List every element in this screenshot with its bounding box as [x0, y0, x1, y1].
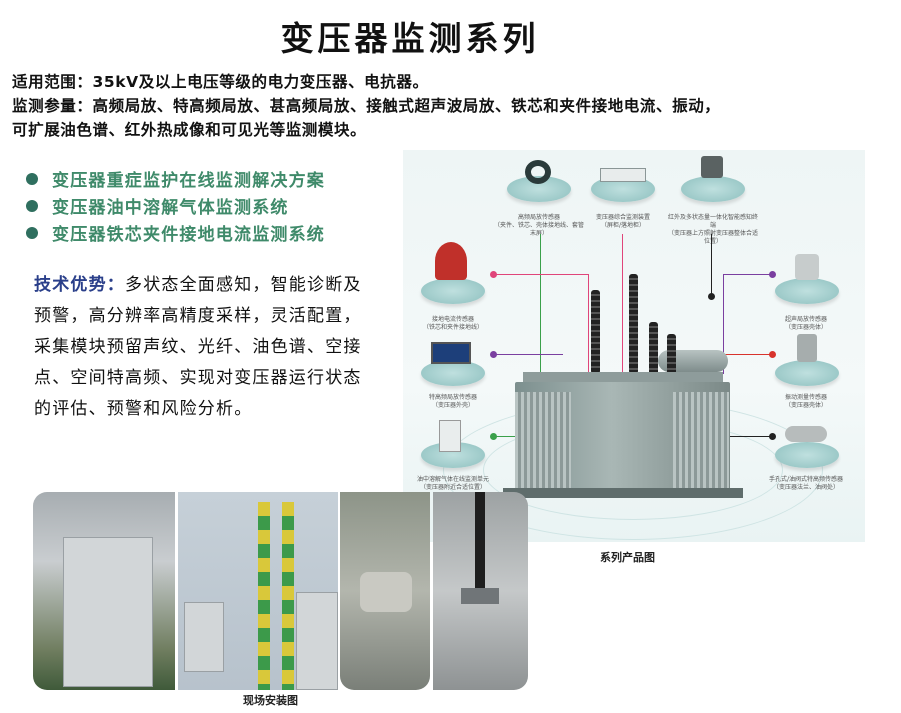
pedestal [421, 360, 485, 386]
solution-item: 变压器油中溶解气体监测系统 [26, 192, 325, 219]
pedestal [775, 442, 839, 468]
junction-box [184, 602, 224, 672]
connector-line [622, 234, 623, 384]
connector-line [723, 354, 773, 355]
connector-dot [490, 271, 497, 278]
dga-unit-icon [439, 420, 461, 452]
sensor-caption: 手孔式/油阀式特高频传感器（变压器法兰、油阀处） [768, 476, 844, 491]
connector-dot [769, 271, 776, 278]
solution-list: 变压器重症监护在线监测解决方案 变压器油中溶解气体监测系统 变压器铁芯夹件接地电… [26, 165, 325, 246]
connector-line [723, 436, 773, 437]
sensor-caption: 高频局放传感器（夹件、铁芯、壳体接地线、套管末屏） [494, 214, 585, 237]
connector-dot [490, 351, 497, 358]
site-photo-pipes [178, 492, 338, 690]
connector-line [493, 274, 588, 275]
bullet-dot-icon [26, 172, 38, 185]
solution-item: 变压器铁芯夹件接地电流监测系统 [26, 219, 325, 246]
connector-line [723, 274, 724, 374]
junction-box [296, 592, 338, 690]
sensor-caption: 接地电流传感器（铁芯和夹件接地线） [422, 316, 483, 331]
pedestal [775, 278, 839, 304]
sensor-caption: 油中溶解气体在线监测单元（变压器附近合适位置） [416, 476, 489, 491]
bullet-dot-icon [26, 199, 38, 212]
connector-line [723, 274, 773, 275]
advantages-label: 技术优势： [34, 275, 125, 295]
sensor-caption: 特高频局放传感器（变压器外壳） [428, 394, 477, 409]
advantages-paragraph: 技术优势：多状态全面感知，智能诊断及预警，高分辨率高精度采样，灵活配置，采集模块… [34, 270, 374, 425]
bushing [591, 290, 600, 374]
connector-dot [769, 433, 776, 440]
ground-pipe [282, 502, 294, 690]
products-caption: 系列产品图 [600, 551, 655, 564]
connector-line [588, 274, 589, 394]
sensor-caption: 变压器综合监测装置（屏柜/落地柜） [595, 214, 650, 229]
radiator [673, 392, 729, 488]
page-title: 变压器监测系列 [280, 19, 540, 58]
bushing [649, 322, 658, 376]
ground-current-sensor-icon [435, 242, 467, 280]
transformer-base [503, 488, 743, 498]
connector-line [493, 354, 563, 355]
site-photo-sensor [340, 492, 430, 690]
solution-item: 变压器重症监护在线监测解决方案 [26, 165, 325, 192]
site-caption: 现场安装图 [243, 694, 298, 707]
params-text-cont: 可扩展油色谱、红外热成像和可见光等监测模块。 [12, 121, 367, 139]
handhole-uhf-sensor-icon [785, 426, 827, 442]
ground-pipe [258, 502, 270, 690]
monitor-device-icon [600, 168, 646, 182]
params-text: 监测参量：高频局放、特高频局放、甚高频局放、接触式超声波局放、铁芯和夹件接地电流… [12, 97, 721, 115]
scope-text: 适用范围：35kV及以上电压等级的电力变压器、电抗器。 [12, 73, 429, 91]
site-photo-cabinet [33, 492, 175, 690]
sensor-cable [475, 492, 485, 592]
bullet-dot-icon [26, 226, 38, 239]
outdoor-cabinet [63, 537, 153, 687]
solution-label: 变压器重症监护在线监测解决方案 [52, 171, 325, 191]
solution-label: 变压器油中溶解气体监测系统 [52, 198, 289, 218]
ultrasonic-sensor-icon [795, 254, 819, 280]
connector-dot [708, 293, 715, 300]
bushing [629, 274, 638, 374]
product-diagram: 高频局放传感器（夹件、铁芯、壳体接地线、套管末屏） 变压器综合监测装置（屏柜/落… [403, 150, 865, 542]
description: 适用范围：35kV及以上电压等级的电力变压器、电抗器。 监测参量：高频局放、特高… [12, 70, 892, 142]
connector-dot [490, 433, 497, 440]
sensor-caption: 振动测量传感器（变压器壳体） [784, 394, 827, 409]
connector-dot [769, 351, 776, 358]
mounted-sensor [461, 588, 499, 604]
pedestal [421, 278, 485, 304]
radiator [515, 392, 571, 488]
pedestal [775, 360, 839, 386]
sensor-caption: 超声局放传感器（变压器壳体） [784, 316, 827, 331]
camera-terminal-icon [701, 156, 723, 178]
connector-line [711, 234, 712, 296]
hf-pd-sensor-icon [525, 160, 551, 184]
vibration-sensor-icon [797, 334, 817, 362]
connector-line [540, 234, 541, 384]
mounted-sensor [360, 572, 412, 612]
site-photo-cable [433, 492, 528, 690]
solution-label: 变压器铁芯夹件接地电流监测系统 [52, 225, 325, 245]
sensor-caption: 红外及多状态量一体化智能感知终端（变压器上方照射变压器整体合适位置） [668, 214, 759, 245]
uhf-pd-sensor-icon [431, 342, 471, 364]
advantages-text: 多状态全面感知，智能诊断及预警，高分辨率高精度采样，灵活配置，采集模块预留声纹、… [34, 275, 362, 419]
pedestal [681, 176, 745, 202]
bushing [667, 334, 676, 376]
